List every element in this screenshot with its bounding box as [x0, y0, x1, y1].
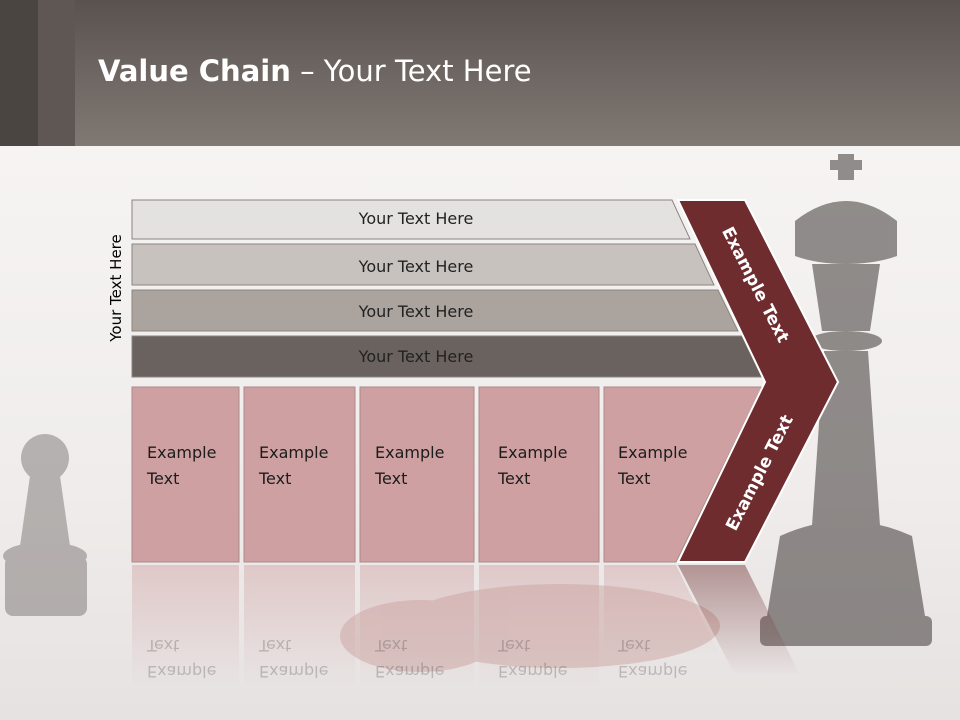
- box-label-line: Example: [618, 662, 688, 681]
- box-label-reflection: Example Text: [259, 632, 328, 684]
- box-label-line: Example: [618, 443, 688, 462]
- box-reflection: [360, 565, 474, 685]
- box-label-reflection: Example Text: [375, 632, 444, 684]
- title-rest: – Your Text Here: [290, 54, 532, 88]
- box-label-line: Example: [259, 662, 329, 681]
- box-label-line: Text: [375, 469, 408, 488]
- box-label-line: Text: [259, 636, 292, 655]
- box-label-reflection: Example Text: [618, 632, 687, 684]
- support-bar-label-2: Your Text Here: [358, 257, 474, 276]
- support-bar-label-4: Your Text Here: [358, 347, 474, 366]
- box-reflection: [244, 565, 355, 685]
- box-label-line: Text: [618, 469, 651, 488]
- box-reflection: [604, 565, 720, 655]
- box-reflection: [479, 565, 599, 685]
- box-label-line: Text: [259, 469, 292, 488]
- box-label-line: Example: [147, 662, 217, 681]
- margin-arrow-reflection: [678, 565, 800, 675]
- box-label-line: Example: [375, 662, 445, 681]
- box-label-line: Example: [259, 443, 329, 462]
- box-label-line: Example: [375, 443, 445, 462]
- pawn-piece-icon: [3, 434, 87, 616]
- box-label-line: Text: [498, 469, 531, 488]
- box-label-line: Text: [375, 636, 408, 655]
- box-label-line: Example: [498, 443, 568, 462]
- header-banner: Value Chain – Your Text Here: [0, 0, 960, 146]
- support-bar-label-1: Your Text Here: [358, 209, 474, 228]
- primary-box-1: [131, 386, 240, 563]
- primary-box-2: [243, 386, 356, 563]
- primary-box-4: [478, 386, 600, 563]
- box-reflection: [132, 565, 239, 685]
- header-stripe: [0, 0, 38, 146]
- support-bar-3: [131, 289, 739, 332]
- box-label-line: Example: [498, 662, 568, 681]
- king-piece-icon: [760, 154, 932, 646]
- box-label-line: Text: [147, 636, 180, 655]
- support-bar-label-3: Your Text Here: [358, 302, 474, 321]
- support-bar-1: [131, 199, 691, 240]
- header-stripe: [38, 0, 75, 146]
- box-label-line: Text: [618, 636, 651, 655]
- primary-box-3: [359, 386, 475, 563]
- title-bold: Value Chain: [98, 54, 291, 88]
- slide-title: Value Chain – Your Text Here: [98, 54, 532, 88]
- primary-box-5: [603, 386, 763, 563]
- box-label-line: Text: [498, 636, 531, 655]
- box-label-line: Text: [147, 469, 180, 488]
- box-label-reflection: Example Text: [147, 632, 216, 684]
- box-label-line: Example: [147, 443, 217, 462]
- margin-arrow: [676, 199, 840, 563]
- box-label-reflection: Example Text: [498, 632, 567, 684]
- support-bar-2: [131, 243, 715, 286]
